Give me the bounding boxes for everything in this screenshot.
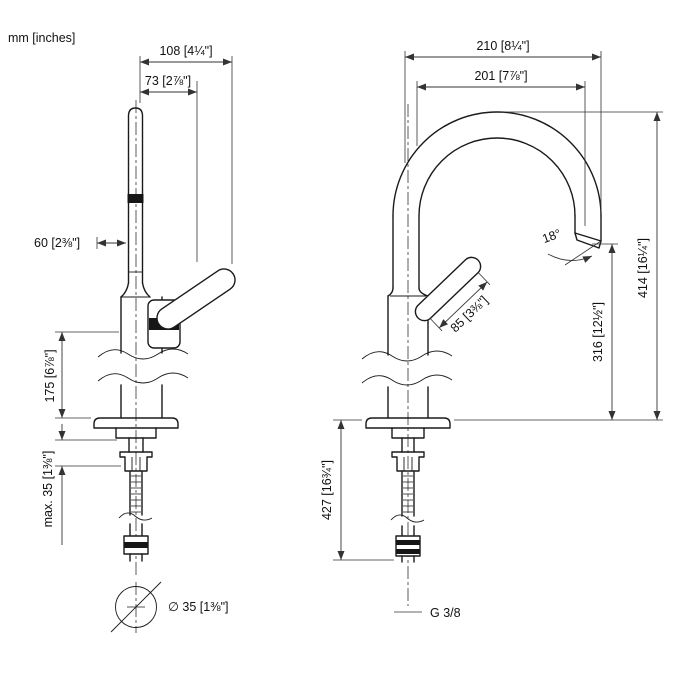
threaded-rod <box>129 523 143 537</box>
dim-max35-label: max. 35 [1⅜"] <box>41 451 55 528</box>
extension-line <box>429 318 443 332</box>
break-line <box>361 350 453 362</box>
dim-427: 427 [16¾"] <box>320 419 394 561</box>
threaded-rod <box>129 471 143 516</box>
threaded-rod <box>401 525 415 537</box>
dim-60: 60 [2⅜"] <box>34 236 126 250</box>
nut-facets <box>131 457 141 471</box>
mounting-nut <box>391 451 425 472</box>
dim-max35: max. 35 [1⅜"] <box>41 424 121 545</box>
threaded-rod <box>401 471 415 517</box>
dimension-line <box>438 281 488 329</box>
threads <box>131 475 141 513</box>
base-stem <box>391 427 425 439</box>
left-side-view: ∅ 35 [1⅜"] 108 [4¼"] 73 [2⅞"] 60 [2⅜"] 1… <box>34 44 236 633</box>
dim-73-label: 73 [2⅞"] <box>145 74 191 88</box>
connector-tails <box>401 555 415 563</box>
column-band <box>127 194 144 203</box>
dim-427-label: 427 [16¾"] <box>320 460 334 520</box>
outlet-cut <box>574 232 602 242</box>
dim-60-label: 60 [2⅜"] <box>34 236 80 250</box>
units-note: mm [inches] <box>8 31 75 45</box>
angle-label: 18° <box>540 226 563 246</box>
break-line <box>361 374 453 386</box>
base-flange <box>365 417 451 429</box>
body-flare-right <box>141 282 151 298</box>
shank <box>401 437 415 453</box>
threads <box>403 475 413 513</box>
dim-201: 201 [7⅞"] <box>416 69 586 226</box>
dim-108-label: 108 [4¼"] <box>159 44 212 58</box>
break-line <box>97 348 189 360</box>
angle-reference-line <box>564 240 602 266</box>
faucet-outline-left <box>93 107 236 562</box>
mounting-nut <box>119 451 153 472</box>
spout-column <box>127 107 144 284</box>
dim-hole-label: ∅ 35 [1⅜"] <box>168 600 229 614</box>
extension-line <box>477 272 491 286</box>
dim-316: 316 [12½"] <box>591 243 618 420</box>
aerator <box>574 232 602 249</box>
body-flare-left <box>120 282 130 298</box>
dim-175: 175 [6⅞"] <box>43 331 119 419</box>
faucet-outline-right <box>361 111 602 563</box>
connector-band <box>396 549 420 554</box>
dim-175-label: 175 [6⅞"] <box>43 349 57 402</box>
thread-label: G 3/8 <box>430 606 461 620</box>
dim-414-label: 414 [16¼"] <box>636 238 650 298</box>
dim-210-label: 210 [8¼"] <box>476 39 529 53</box>
spout-inner-arc <box>418 137 576 217</box>
dim-210: 210 [8¼"] <box>404 39 602 212</box>
dim-316-label: 316 [12½"] <box>591 302 605 362</box>
connector-band <box>124 542 148 548</box>
riser-tube <box>392 215 420 289</box>
connector-tails <box>129 553 143 562</box>
connector-band <box>396 540 420 545</box>
dim-201-label: 201 [7⅞"] <box>474 69 527 83</box>
shank <box>128 437 144 453</box>
dim-414: 414 [16¼"] <box>454 111 663 421</box>
break-line <box>390 514 425 523</box>
base-stem <box>115 427 157 439</box>
nut-facets <box>403 457 413 471</box>
thread-callout: G 3/8 <box>394 606 461 620</box>
outlet-tube <box>574 215 602 242</box>
base-flange <box>93 417 179 429</box>
hole-circle <box>115 586 157 628</box>
dim-73: 73 [2⅞"] <box>140 74 198 262</box>
mounting-hole-circle: ∅ 35 [1⅜"] <box>110 581 229 633</box>
lever-handle <box>156 268 236 330</box>
break-line <box>97 372 189 384</box>
front-view: 210 [8¼"] 201 [7⅞"] 414 [16¼"] 316 [12½"… <box>320 39 663 620</box>
riser-flare <box>387 287 429 297</box>
angle-annotation: 18° <box>540 226 602 266</box>
angle-arc <box>547 253 593 263</box>
spout-outer-arc <box>392 111 602 217</box>
break-line <box>118 512 153 521</box>
dim-108: 108 [4¼"] <box>139 44 233 264</box>
